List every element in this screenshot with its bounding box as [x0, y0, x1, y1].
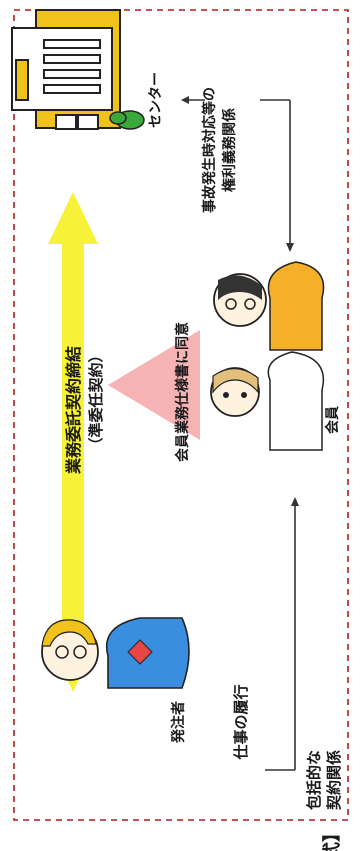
- member-person-1-icon: [213, 261, 325, 351]
- contract-main-label: 業務委託契約締結: [64, 346, 83, 475]
- work-connector: [265, 497, 299, 771]
- dashed-border: [13, 9, 349, 821]
- center-building-icon: [11, 9, 145, 130]
- comprehensive-contract-line2: 契約関係: [325, 750, 343, 811]
- member-label: 会員: [324, 406, 341, 434]
- rights-label-line1: 事故発生時対応等の: [201, 87, 218, 213]
- member-person-2-icon: [210, 351, 325, 451]
- agreement-triangle: [108, 330, 200, 440]
- center-label: センター: [148, 72, 164, 128]
- orderer-label: 発注者: [170, 701, 187, 744]
- rights-connector: [181, 96, 294, 252]
- contract-sub-label: （準委任契約）: [87, 347, 105, 452]
- rights-label-line2: 権利義務関係: [221, 108, 238, 192]
- header-bracket: 式】: [321, 824, 343, 851]
- comprehensive-contract-line1: 包括的な: [305, 750, 323, 810]
- work-label: 仕事の履行: [232, 684, 250, 760]
- contract-arrow: [48, 192, 98, 692]
- orderer-person-icon: [41, 617, 190, 689]
- agreement-label: 会員業務仕様書に同意: [174, 322, 191, 462]
